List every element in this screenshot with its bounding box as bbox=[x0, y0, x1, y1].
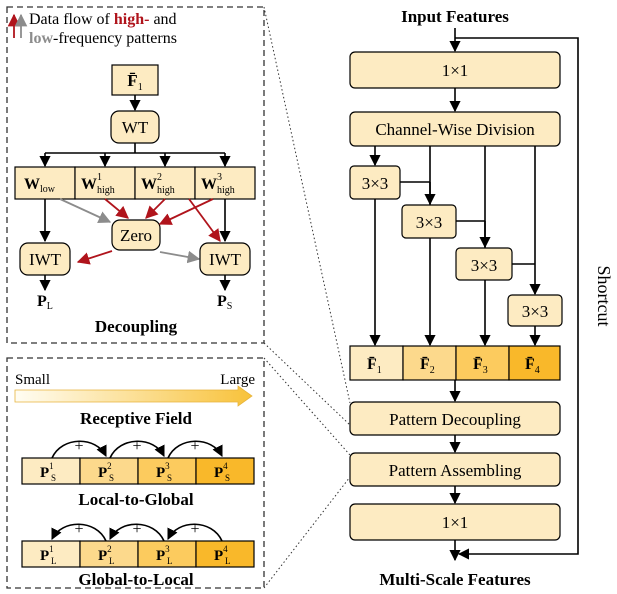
global-plus-1: + bbox=[74, 521, 83, 538]
iwt-left-label: IWT bbox=[29, 250, 62, 269]
connector-decoupling-bottom bbox=[263, 342, 351, 426]
feature-f1-label: F̄1 bbox=[367, 354, 382, 376]
global-plus-3: + bbox=[190, 521, 199, 538]
feature-f2 bbox=[402, 345, 457, 381]
decoupling-title: Decoupling bbox=[95, 317, 178, 336]
global-plus-2: + bbox=[132, 521, 141, 538]
conv3x3-2-label: 3×3 bbox=[416, 213, 443, 232]
channel-division-box bbox=[349, 111, 561, 147]
feature-f1 bbox=[349, 345, 404, 381]
global-cell-3 bbox=[137, 540, 197, 568]
pattern-decoupling-label: Pattern Decoupling bbox=[389, 410, 521, 429]
global-arc-1 bbox=[51, 523, 107, 542]
local-cell-4 bbox=[195, 457, 255, 485]
shortcut-label: Shortcut bbox=[594, 266, 614, 327]
conv3x3-3-label: 3×3 bbox=[471, 256, 498, 275]
pattern-assembling-label: Pattern Assembling bbox=[389, 461, 522, 480]
feature-f3 bbox=[455, 345, 510, 381]
decoupling-input-box bbox=[111, 64, 159, 96]
legend-line-2: low-frequency patterns bbox=[29, 30, 177, 47]
red-arrow-whigh-to-iwt bbox=[188, 198, 221, 243]
channel-division-label: Channel-Wise Division bbox=[375, 120, 535, 139]
zero-box bbox=[111, 219, 161, 251]
assembling-panel-border bbox=[6, 357, 265, 589]
input-features-title: Input Features bbox=[401, 7, 509, 26]
output-ps: PS bbox=[217, 293, 232, 312]
coeff-wlow-label: Wlow bbox=[24, 176, 56, 195]
local-cell-3 bbox=[137, 457, 197, 485]
output-pl: PL bbox=[37, 293, 53, 312]
legend-line-1: Data flow of high- and bbox=[29, 11, 177, 28]
gray-arrow-wlow-to-zero bbox=[59, 198, 112, 223]
global-to-local-title: Global-to-Local bbox=[78, 570, 193, 589]
feature-f2-label: F̄2 bbox=[420, 354, 435, 376]
gray-arrow-zero-to-iwt bbox=[159, 250, 201, 264]
connector-decoupling-top bbox=[263, 6, 351, 404]
local-plus-2: + bbox=[132, 438, 141, 455]
decoupling-input-label: F̄1 bbox=[127, 71, 142, 93]
legend: Data flow of high- and low-frequency pat… bbox=[7, 11, 177, 47]
feature-f4-label: F̄4 bbox=[525, 354, 540, 376]
receptive-field-title: Receptive Field bbox=[80, 409, 192, 428]
connector-assembling-bottom bbox=[263, 476, 351, 589]
multi-scale-features-title: Multi-Scale Features bbox=[379, 570, 531, 589]
feature-f4 bbox=[508, 345, 561, 381]
red-arrow-zero-to-iwt bbox=[76, 250, 113, 265]
red-arrow-whigh3-to-zero bbox=[158, 198, 214, 225]
global-cell-4 bbox=[195, 540, 255, 568]
conv1x1-bottom-label: 1×1 bbox=[442, 513, 469, 532]
feature-f3-label: F̄3 bbox=[473, 354, 488, 376]
conv3x3-4 bbox=[507, 294, 563, 327]
global-cell-1 bbox=[21, 540, 81, 568]
large-label: Large bbox=[220, 372, 255, 388]
local-to-global-title: Local-to-Global bbox=[78, 490, 193, 509]
conv3x3-1-label: 3×3 bbox=[362, 174, 389, 193]
wt-label: WT bbox=[122, 118, 149, 137]
shortcut-path bbox=[455, 37, 579, 560]
iwt-right-label: IWT bbox=[209, 250, 242, 269]
global-arc-2 bbox=[109, 523, 165, 542]
decoupling-panel-border bbox=[6, 6, 265, 344]
conv3x3-4-label: 3×3 bbox=[522, 302, 549, 321]
main-flow: Input Features 1×1 Channel-Wise Division… bbox=[349, 7, 614, 589]
local-plus-3: + bbox=[190, 438, 199, 455]
global-arc-3 bbox=[167, 523, 223, 542]
local-arc-1 bbox=[51, 440, 107, 459]
zero-label: Zero bbox=[120, 226, 152, 245]
conv1x1-top-label: 1×1 bbox=[442, 61, 469, 80]
red-arrow-whigh1-to-zero bbox=[104, 198, 129, 219]
receptive-field-arrow bbox=[14, 385, 253, 407]
local-plus-1: + bbox=[74, 438, 83, 455]
decoupling-panel: Data flow of high- and low-frequency pat… bbox=[6, 6, 265, 344]
connector-assembling-top bbox=[263, 357, 351, 456]
small-label: Small bbox=[15, 372, 50, 388]
local-cell-1 bbox=[21, 457, 81, 485]
local-arc-3 bbox=[167, 440, 223, 459]
local-arc-2 bbox=[109, 440, 165, 459]
red-arrow-whigh2-to-zero bbox=[145, 198, 166, 219]
